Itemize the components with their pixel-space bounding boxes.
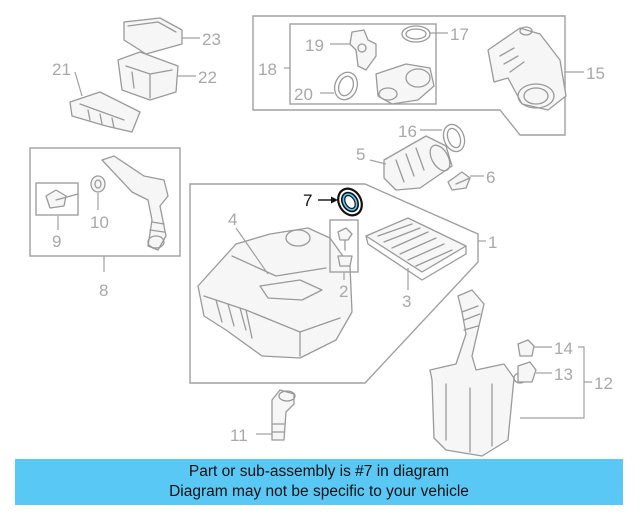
part-23-cover: [123, 17, 183, 55]
callout-3: 3: [402, 292, 411, 311]
part-13-mount: [517, 361, 537, 383]
banner-line-disclaimer: Diagram may not be specific to your vehi…: [169, 483, 469, 500]
part-11-tube: [271, 389, 296, 441]
callout-19: 19: [305, 36, 324, 55]
callout-11: 11: [230, 426, 248, 445]
part-15-intake-hose: [487, 26, 567, 111]
callout-18: 18: [258, 60, 277, 79]
callout-4: 4: [228, 210, 237, 229]
part-22-bracket: [117, 51, 179, 101]
group-box-15: [252, 15, 566, 136]
group-box-1: [189, 183, 479, 384]
callout-16: 16: [398, 122, 417, 141]
info-banner: Part or sub-assembly is #7 in diagram Di…: [15, 459, 623, 505]
part-7-gasket-highlighted[interactable]: [333, 184, 366, 219]
part-18-elbow: [375, 63, 435, 105]
callout-6: 6: [486, 168, 495, 187]
callout-15: 15: [586, 64, 605, 83]
part-19-sensor: [349, 29, 377, 71]
part-2-fasteners: [329, 219, 359, 273]
callout-10: 10: [90, 213, 109, 232]
part-16-clamp: [442, 123, 466, 153]
callout-13: 13: [554, 365, 573, 384]
part-3-filter-element: [365, 217, 467, 281]
part-8-resonator-duct: [101, 155, 169, 251]
callout-22: 22: [198, 68, 217, 87]
callout-1: 1: [488, 233, 497, 252]
part-9-bolt: [35, 182, 79, 216]
callout-23: 23: [202, 30, 221, 49]
callout-9: 9: [52, 232, 61, 251]
banner-line-part-number: Part or sub-assembly is #7 in diagram: [188, 463, 450, 480]
part-10-grommet: [90, 175, 106, 193]
part-4-housing: [197, 227, 353, 359]
part-5-hose: [383, 135, 453, 191]
part-17-clamp: [401, 25, 431, 43]
part-12-resonator: [429, 289, 527, 457]
part-14-nut: [517, 339, 535, 357]
callout-17: 17: [450, 25, 469, 44]
callout-20: 20: [294, 85, 313, 104]
group-box-18: [289, 23, 437, 105]
callout-14: 14: [554, 339, 573, 358]
part-21-duct: [69, 91, 141, 133]
part-20-gasket: [333, 71, 359, 101]
callout-21: 21: [52, 60, 71, 79]
callout-8: 8: [99, 281, 108, 300]
callout-2: 2: [339, 282, 348, 301]
callout-5: 5: [356, 145, 365, 164]
callout-7: 7: [303, 191, 312, 210]
part-6-bolt: [447, 171, 471, 191]
group-box-8: [29, 147, 181, 257]
callout-12: 12: [594, 374, 613, 393]
